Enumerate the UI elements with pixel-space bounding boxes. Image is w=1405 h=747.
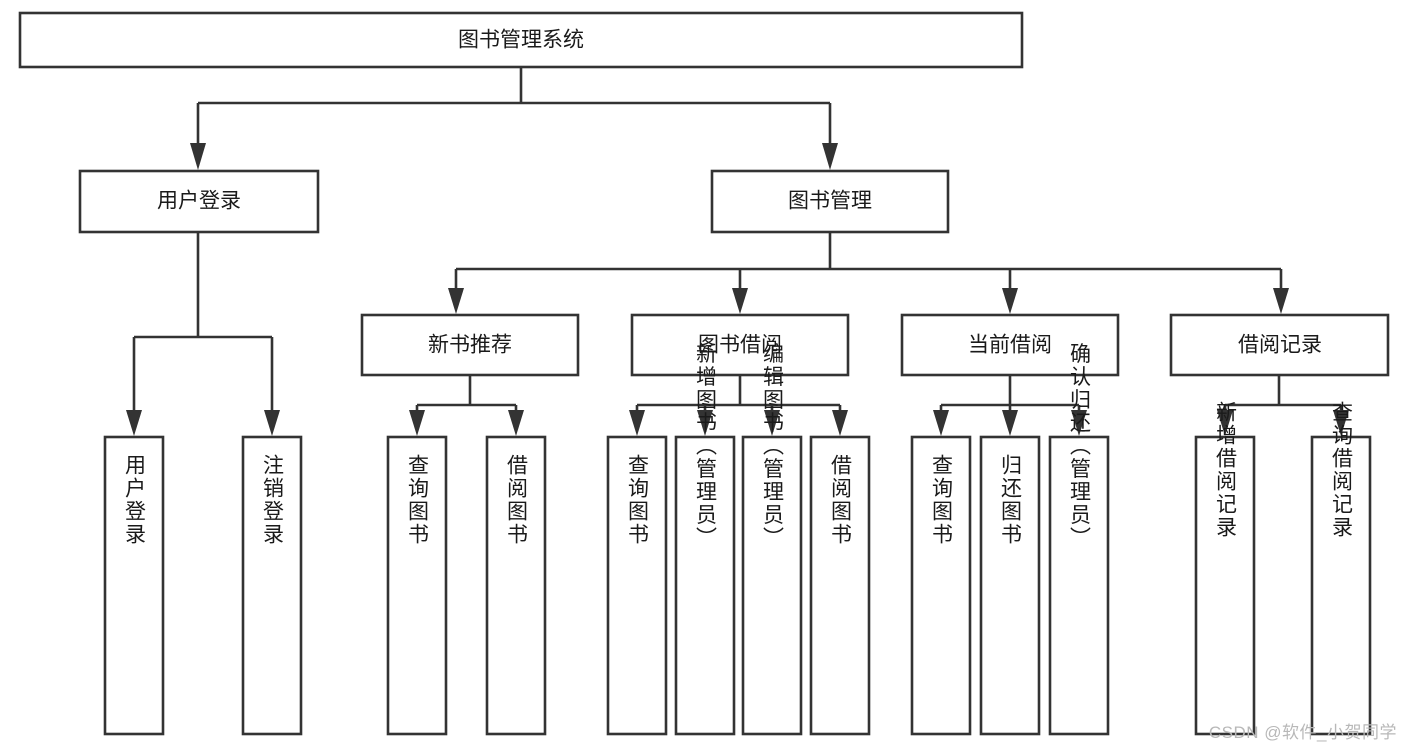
arrow-head-leaf-logout-login xyxy=(264,410,280,436)
node-leaf-return-book-label: 归还图书 xyxy=(999,454,1023,546)
node-current-borrow-box xyxy=(900,313,1120,377)
node-leaf-add-borrow-record-label: 新增借阅记录 xyxy=(1214,401,1238,539)
node-book-management[interactable]: 图书管理 xyxy=(710,169,950,234)
node-borrow-record-label: 借阅记录 xyxy=(1238,334,1322,357)
node-root-system[interactable]: 图书管理系统 xyxy=(18,11,1024,69)
arrow-head-leaf-confirm-return-admin xyxy=(1071,410,1087,436)
arrow-head-leaf-query-book-1 xyxy=(409,410,425,436)
node-leaf-query-borrow-record[interactable]: 查询借阅记录 xyxy=(1310,401,1372,736)
node-book-management-box xyxy=(710,169,950,234)
node-leaf-add-book-admin-box xyxy=(674,435,736,736)
node-leaf-add-borrow-record-box xyxy=(1194,435,1256,736)
node-leaf-confirm-return-admin-box xyxy=(1048,435,1110,736)
node-leaf-query-book-3-label: 查询图书 xyxy=(930,454,954,546)
node-book-borrow-label: 图书借阅 xyxy=(698,334,782,357)
node-leaf-query-book-2-label: 查询图书 xyxy=(626,454,650,546)
connector-group-user-login xyxy=(126,232,280,436)
node-book-management-label: 图书管理 xyxy=(788,190,872,213)
connector-group-book-management xyxy=(448,232,1289,314)
node-leaf-confirm-return-admin-label: 确认归还（管理员） xyxy=(1068,343,1092,550)
node-leaf-query-book-1[interactable]: 查询图书 xyxy=(386,435,448,736)
node-leaf-user-login-label: 用户登录 xyxy=(123,454,147,546)
arrow-head-leaf-user-login xyxy=(126,410,142,436)
node-leaf-return-book[interactable]: 归还图书 xyxy=(979,435,1041,736)
node-current-borrow[interactable]: 当前借阅 xyxy=(900,313,1120,377)
node-borrow-record[interactable]: 借阅记录 xyxy=(1169,313,1390,377)
connector-group-new-book-recommend xyxy=(409,375,524,436)
connector-group-current-borrow xyxy=(933,375,1087,436)
arrow-head-leaf-add-book-admin xyxy=(697,410,713,436)
node-leaf-borrow-book-2-box xyxy=(809,435,871,736)
node-user-login[interactable]: 用户登录 xyxy=(78,169,320,234)
node-current-borrow-label: 当前借阅 xyxy=(968,334,1052,357)
node-leaf-confirm-return-admin[interactable]: 确认归还（管理员） xyxy=(1048,343,1110,736)
node-new-book-recommend-label: 新书推荐 xyxy=(428,334,512,357)
arrow-head-to-current-borrow xyxy=(1002,288,1018,314)
node-leaf-borrow-book-1-box xyxy=(485,435,547,736)
node-root-system-label: 图书管理系统 xyxy=(458,29,584,52)
node-book-borrow[interactable]: 图书借阅 xyxy=(630,313,850,377)
node-leaf-query-book-3[interactable]: 查询图书 xyxy=(910,435,972,736)
node-leaf-query-book-2-box xyxy=(606,435,668,736)
arrow-head-leaf-query-book-3 xyxy=(933,410,949,436)
connector-group-root xyxy=(190,67,838,170)
node-leaf-user-login[interactable]: 用户登录 xyxy=(103,435,165,736)
arrow-head-to-new-book-recommend xyxy=(448,288,464,314)
node-leaf-query-borrow-record-box xyxy=(1310,435,1372,736)
node-new-book-recommend[interactable]: 新书推荐 xyxy=(360,313,580,377)
node-leaf-query-book-2[interactable]: 查询图书 xyxy=(606,435,668,736)
node-leaf-query-borrow-record-label: 查询借阅记录 xyxy=(1330,401,1354,539)
node-leaf-query-book-3-box xyxy=(910,435,972,736)
connector-group-book-borrow xyxy=(629,375,848,436)
node-leaf-edit-book-admin[interactable]: 编辑图书（管理员） xyxy=(741,343,803,736)
node-borrow-record-box xyxy=(1169,313,1390,377)
node-leaf-add-borrow-record[interactable]: 新增借阅记录 xyxy=(1194,401,1256,736)
node-leaf-add-book-admin[interactable]: 新增图书（管理员） xyxy=(674,343,736,736)
arrow-head-leaf-borrow-book-1 xyxy=(508,410,524,436)
arrow-head-leaf-query-book-2 xyxy=(629,410,645,436)
node-leaf-borrow-book-1[interactable]: 借阅图书 xyxy=(485,435,547,736)
node-leaf-logout-login[interactable]: 注销登录 xyxy=(241,435,303,736)
node-leaf-query-book-1-label: 查询图书 xyxy=(406,454,430,546)
node-leaf-query-book-1-box xyxy=(386,435,448,736)
node-leaf-edit-book-admin-box xyxy=(741,435,803,736)
node-user-login-box xyxy=(78,169,320,234)
arrow-head-leaf-borrow-book-2 xyxy=(832,410,848,436)
csdn-watermark: CSDN @软件_小贺同学 xyxy=(1208,723,1397,742)
node-leaf-user-login-box xyxy=(103,435,165,736)
node-book-borrow-box xyxy=(630,313,850,377)
arrow-head-to-user-login xyxy=(190,143,206,170)
node-leaf-logout-login-box xyxy=(241,435,303,736)
node-leaf-borrow-book-2-label: 借阅图书 xyxy=(829,454,853,546)
arrow-head-to-book-borrow xyxy=(732,288,748,314)
node-leaf-logout-login-label: 注销登录 xyxy=(261,454,285,546)
node-user-login-label: 用户登录 xyxy=(157,190,241,213)
node-leaf-return-book-box xyxy=(979,435,1041,736)
connector-group-borrow-record xyxy=(1217,375,1349,436)
arrow-head-leaf-edit-book-admin xyxy=(764,410,780,436)
node-leaf-borrow-book-1-label: 借阅图书 xyxy=(505,454,529,546)
node-leaf-add-book-admin-label: 新增图书（管理员） xyxy=(694,343,718,550)
arrow-head-to-book-management xyxy=(822,143,838,170)
node-leaf-edit-book-admin-label: 编辑图书（管理员） xyxy=(761,343,785,550)
arrow-head-to-borrow-record xyxy=(1273,288,1289,314)
arrow-head-leaf-add-borrow-record xyxy=(1217,410,1233,436)
arrow-head-leaf-return-book xyxy=(1002,410,1018,436)
node-root-system-box xyxy=(18,11,1024,69)
arrow-head-leaf-query-borrow-record xyxy=(1333,410,1349,436)
node-new-book-recommend-box xyxy=(360,313,580,377)
node-leaf-borrow-book-2[interactable]: 借阅图书 xyxy=(809,435,871,736)
